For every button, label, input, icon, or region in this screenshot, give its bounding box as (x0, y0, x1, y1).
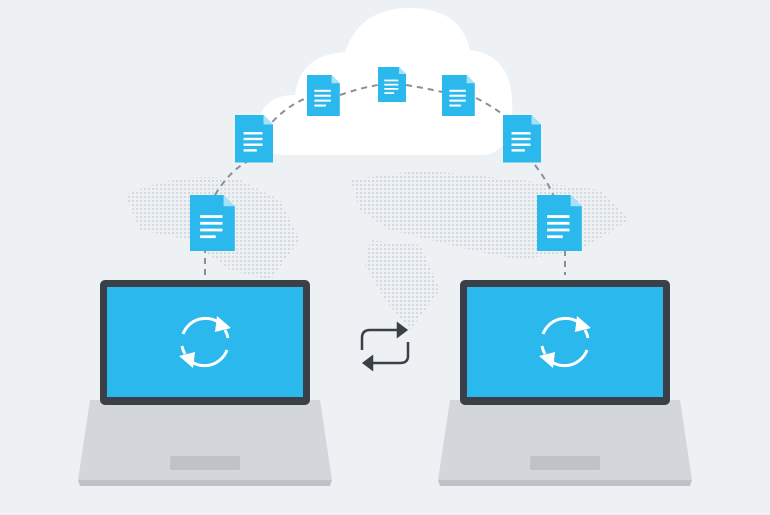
document-icon (442, 75, 475, 116)
document-icon (537, 195, 582, 251)
document-icon (190, 195, 235, 251)
document-icon (378, 67, 406, 102)
document-icon (235, 115, 273, 163)
laptop-left (76, 278, 334, 488)
swap-arrows-icon (360, 321, 410, 372)
document-icon (503, 115, 541, 163)
document-icon (307, 75, 340, 116)
laptop-right (436, 278, 694, 488)
sync-path-dashed (204, 84, 566, 275)
